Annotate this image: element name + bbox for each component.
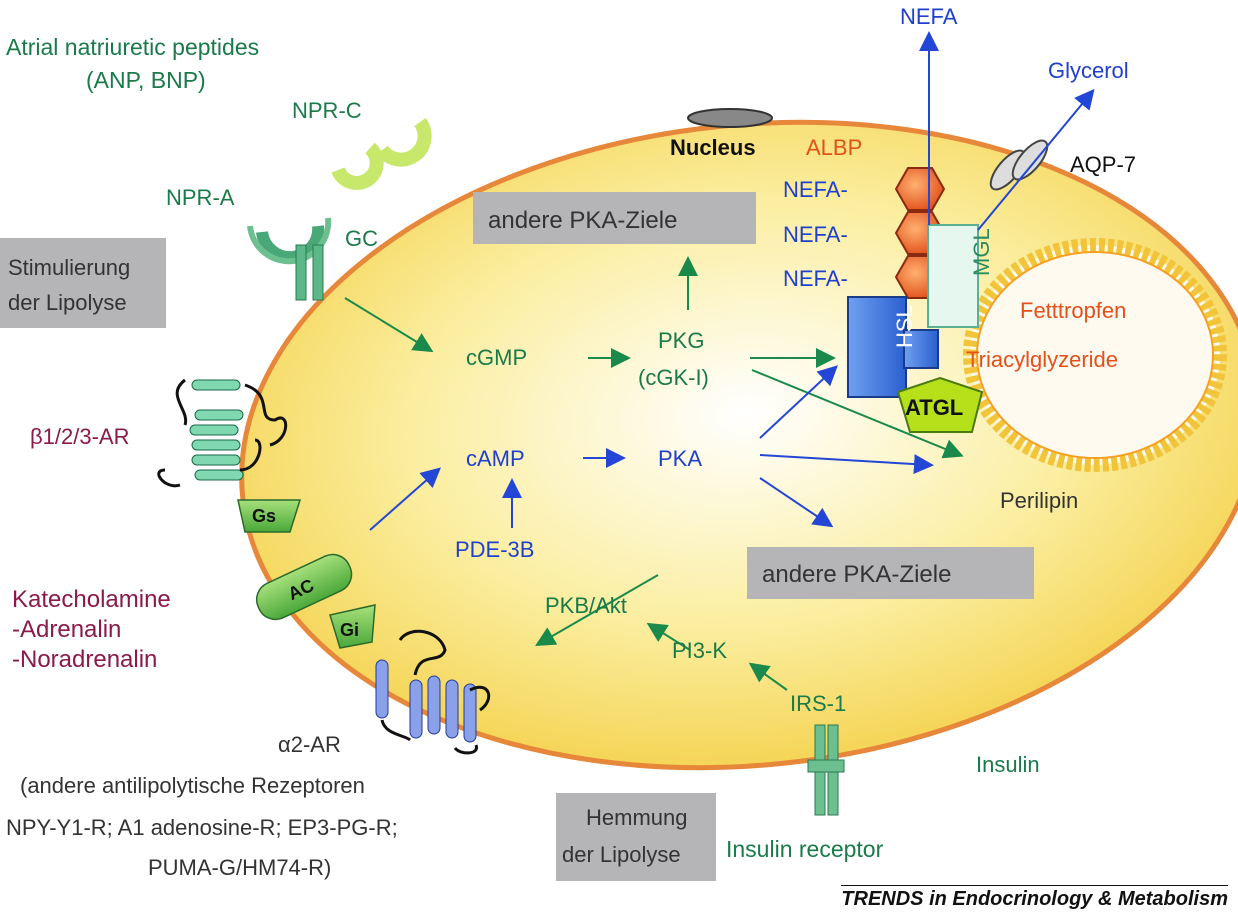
kat-label-1: Katecholamine (12, 586, 171, 613)
mgl-enzyme-icon (927, 224, 979, 328)
atgl-label: ATGL (905, 395, 963, 420)
pi3k-label: PI3-K (672, 638, 727, 663)
pka-targets-top-box (473, 192, 756, 244)
ac-cylinder-icon (255, 553, 353, 621)
gc-label: GC (345, 226, 378, 251)
anp-label: Atrial natriuretic peptides (6, 34, 259, 60)
npr-c-receptor-icon (331, 117, 432, 190)
stim-label-2: der Lipolyse (8, 290, 127, 315)
camp-label: cAMP (466, 446, 525, 471)
pka-targets-bottom-label: andere PKA-Ziele (762, 561, 951, 588)
insulin-label: Insulin (976, 752, 1040, 777)
hemm-label-2: der Lipolyse (562, 842, 681, 867)
source-credit: TRENDS in Endocrinology & Metabolism (841, 885, 1228, 911)
pkg-label-2: (cGK-I) (638, 365, 709, 390)
npr-a-label: NPR-A (166, 185, 235, 210)
aqp7-channel-icon (989, 139, 1049, 191)
irs1-label: IRS-1 (790, 691, 846, 716)
hsl-label: HSL (892, 305, 917, 348)
nefa-3-label: NEFA- (783, 266, 848, 291)
alpha-ar-label: α2-AR (278, 732, 341, 757)
nefa-1-label: NEFA- (783, 177, 848, 202)
insulin-receptor-icon (807, 724, 845, 816)
gs-protein-icon (237, 499, 302, 533)
nefa-2-label: NEFA- (783, 222, 848, 247)
lipid-droplet-inner (976, 251, 1214, 459)
npr-c-label: NPR-C (292, 98, 362, 123)
pka-label: PKA (658, 446, 702, 471)
lipid-droplet (963, 238, 1227, 472)
nefa-top-label: NEFA (900, 4, 958, 29)
kat-label-2: -Adrenalin (12, 616, 121, 643)
kat-label-3: -Noradrenalin (12, 646, 157, 673)
gi-label: Gi (340, 620, 359, 640)
atgl-enzyme-icon (896, 376, 984, 433)
nucleus-icon (687, 108, 773, 128)
green-arrows (344, 256, 964, 691)
pde-label: PDE-3B (455, 537, 534, 562)
gi-protein-icon (329, 604, 376, 649)
triacyl-label: Triacylglyzeride (966, 347, 1118, 372)
hsl-enzyme-icon (847, 296, 939, 398)
aqp7-label: AQP-7 (1070, 152, 1136, 177)
beta-ar-label: β1/2/3-AR (30, 424, 129, 449)
mgl-label: MGL (969, 228, 994, 276)
other-receptors-2: NPY-Y1-R; A1 adenosine-R; EP3-PG-R; (6, 815, 398, 840)
nucleus-label: Nucleus (670, 135, 756, 160)
pka-targets-bottom-box (747, 547, 1034, 599)
other-receptors-1: (andere antilipolytische Rezeptoren (20, 773, 365, 798)
hemm-box (556, 793, 716, 881)
insulin-receptor-label: Insulin receptor (726, 836, 884, 862)
perilipin-label: Perilipin (1000, 488, 1078, 513)
beta-ar-receptor-icon (157, 378, 288, 488)
gs-label: Gs (252, 506, 276, 526)
hemm-label-1: Hemmung (586, 805, 687, 830)
fett-label: Fetttropfen (1020, 298, 1126, 323)
albp-label: ALBP (806, 135, 862, 160)
pkg-label-1: PKG (658, 328, 704, 353)
alpha2-ar-receptor-icon (375, 629, 491, 755)
pkb-label: PKB/Akt (545, 593, 627, 618)
stim-label-1: Stimulierung (8, 255, 130, 280)
glycerol-label: Glycerol (1048, 58, 1129, 83)
npr-a-receptor-icon (247, 217, 332, 301)
cgmp-label: cGMP (466, 345, 527, 370)
other-receptors-3: PUMA-G/HM74-R) (148, 855, 331, 880)
stim-box (0, 238, 166, 328)
blue-arrows (369, 31, 1095, 531)
anp-label-2: (ANP, BNP) (86, 67, 206, 93)
pka-targets-top-label: andere PKA-Ziele (488, 207, 677, 234)
